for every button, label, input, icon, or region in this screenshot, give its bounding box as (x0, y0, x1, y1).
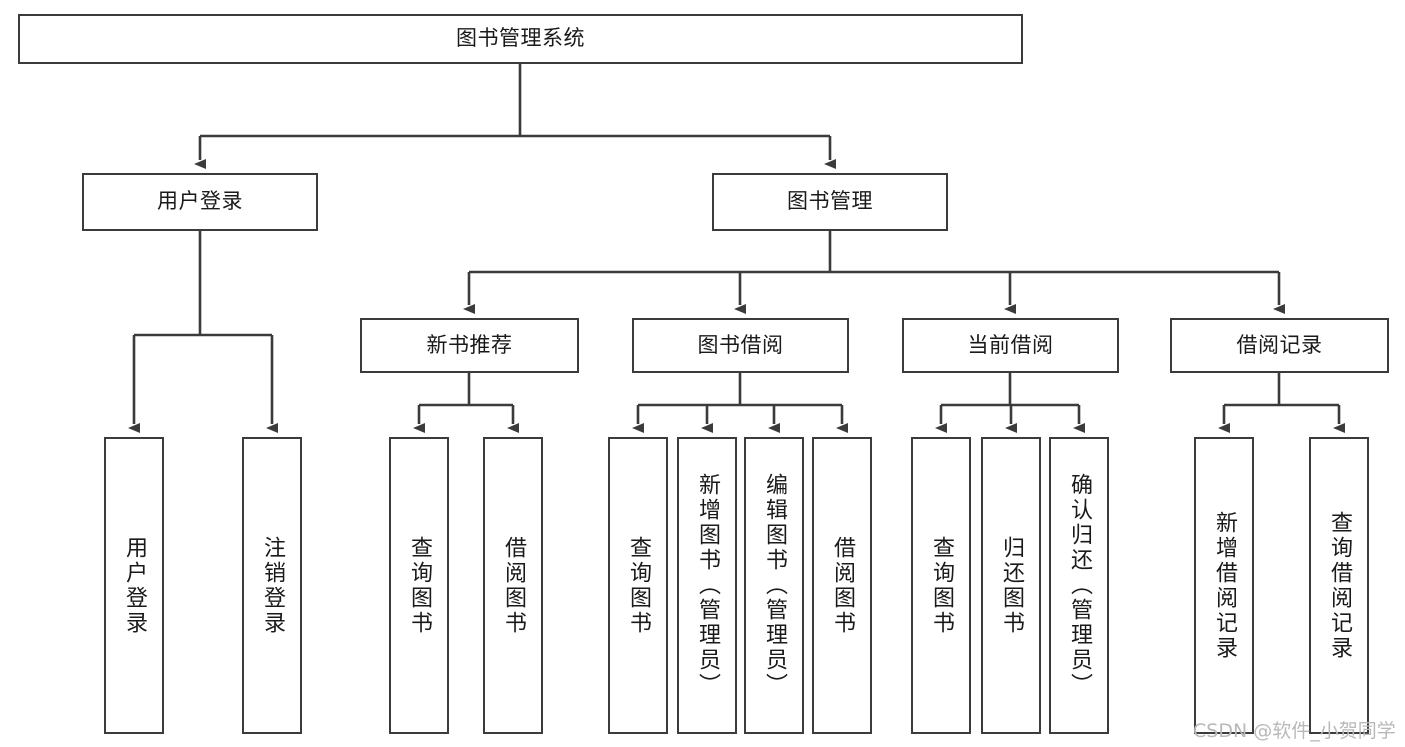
node-leaf-borrow-book-1-label: 借阅图书 (501, 535, 526, 636)
node-leaf-edit-book[interactable]: 编辑图书（管理员） (744, 437, 804, 734)
node-book-manage[interactable]: 图书管理 (712, 173, 948, 231)
node-leaf-add-record-label: 新增借阅记录 (1212, 510, 1237, 661)
node-current-borrow-label: 当前借阅 (967, 332, 1054, 357)
node-leaf-return-book-label: 归还图书 (999, 535, 1024, 636)
node-leaf-query-book-2[interactable]: 查询图书 (608, 437, 668, 734)
node-user-login[interactable]: 用户登录 (82, 173, 318, 231)
node-leaf-add-book[interactable]: 新增图书（管理员） (677, 437, 737, 734)
leaf-query-record-wrap: 查询借阅记录 (1311, 439, 1367, 732)
node-user-login-label: 用户登录 (157, 189, 243, 214)
node-leaf-confirm-return[interactable]: 确认归还（管理员） (1049, 437, 1109, 734)
node-leaf-borrow-book-2-label: 借阅图书 (830, 535, 855, 636)
node-leaf-borrow-book-1[interactable]: 借阅图书 (483, 437, 543, 734)
node-new-book-recommend[interactable]: 新书推荐 (360, 318, 579, 373)
node-leaf-query-book-1-label: 查询图书 (407, 535, 432, 636)
leaf-add-book-wrap: 新增图书（管理员） (679, 439, 735, 732)
node-leaf-query-book-3[interactable]: 查询图书 (911, 437, 971, 734)
leaf-user-logout-wrap: 注销登录 (244, 439, 300, 732)
node-leaf-query-record[interactable]: 查询借阅记录 (1309, 437, 1369, 734)
leaf-query-book-1-wrap: 查询图书 (391, 439, 447, 732)
node-leaf-user-logout-label: 注销登录 (260, 535, 285, 636)
node-leaf-add-book-label: 新增图书（管理员） (695, 473, 720, 698)
node-leaf-user-login[interactable]: 用户登录 (104, 437, 164, 734)
node-leaf-query-record-label: 查询借阅记录 (1327, 510, 1352, 661)
node-root[interactable]: 图书管理系统 (18, 14, 1023, 64)
node-leaf-user-login-label: 用户登录 (122, 535, 147, 636)
node-leaf-edit-book-label: 编辑图书（管理员） (762, 473, 787, 698)
leaf-edit-book-wrap: 编辑图书（管理员） (746, 439, 802, 732)
node-leaf-borrow-book-2[interactable]: 借阅图书 (812, 437, 872, 734)
node-leaf-confirm-return-label: 确认归还（管理员） (1067, 473, 1092, 698)
node-book-borrow[interactable]: 图书借阅 (632, 318, 849, 373)
node-borrow-record[interactable]: 借阅记录 (1170, 318, 1389, 373)
node-leaf-query-book-3-label: 查询图书 (929, 535, 954, 636)
node-new-book-recommend-label: 新书推荐 (426, 332, 513, 357)
node-borrow-record-label: 借阅记录 (1236, 332, 1323, 357)
node-current-borrow[interactable]: 当前借阅 (902, 318, 1119, 373)
node-leaf-query-book-1[interactable]: 查询图书 (389, 437, 449, 734)
node-leaf-user-logout[interactable]: 注销登录 (242, 437, 302, 734)
node-leaf-add-record[interactable]: 新增借阅记录 (1194, 437, 1254, 734)
watermark-text: CSDN @软件_小贺同学 (1193, 720, 1396, 742)
node-leaf-query-book-2-label: 查询图书 (626, 535, 651, 636)
node-book-manage-label: 图书管理 (787, 189, 873, 214)
leaf-borrow-book-2-wrap: 借阅图书 (814, 439, 870, 732)
leaf-add-record-wrap: 新增借阅记录 (1196, 439, 1252, 732)
leaf-user-login-wrap: 用户登录 (106, 439, 162, 732)
leaf-borrow-book-1-wrap: 借阅图书 (485, 439, 541, 732)
leaf-query-book-2-wrap: 查询图书 (610, 439, 666, 732)
watermark: CSDN @软件_小贺同学 (1193, 716, 1396, 743)
node-root-label: 图书管理系统 (456, 26, 585, 51)
node-book-borrow-label: 图书借阅 (697, 332, 784, 357)
leaf-query-book-3-wrap: 查询图书 (913, 439, 969, 732)
leaf-confirm-return-wrap: 确认归还（管理员） (1051, 439, 1107, 732)
leaf-return-book-wrap: 归还图书 (983, 439, 1039, 732)
node-leaf-return-book[interactable]: 归还图书 (981, 437, 1041, 734)
